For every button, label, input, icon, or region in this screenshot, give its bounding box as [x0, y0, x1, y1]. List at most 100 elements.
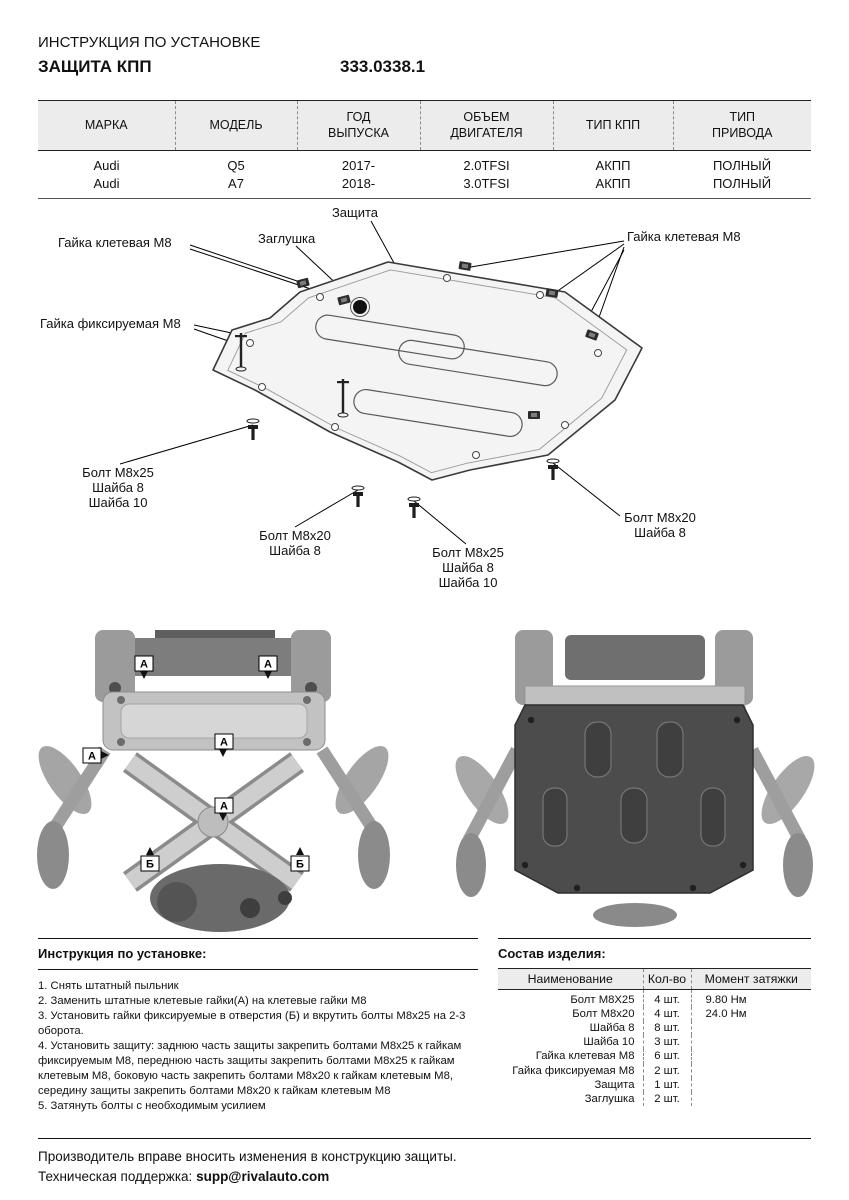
composition-cell: 8 шт. [642, 1021, 691, 1036]
fitment-col-header: МАРКА [38, 100, 175, 151]
fitment-cell: 2017- [341, 157, 376, 173]
fitment-cell: ПОЛНЫЙ [673, 174, 811, 199]
fitment-row: Audi Q5 2017- 2.0TFSI АКПП ПОЛНЫЙ [38, 150, 811, 174]
footer: Производитель вправе вносить изменения в… [38, 1138, 811, 1189]
header: ИНСТРУКЦИЯ ПО УСТАНОВКЕ ЗАЩИТА КПП 333.0… [38, 34, 811, 77]
support-line: Техническая поддержка: supp@rivalauto.co… [38, 1169, 811, 1184]
photo-after-render [455, 630, 815, 927]
composition-header-row: Наименование Кол-во Момент затяжки [498, 968, 811, 990]
composition-cell: 4 шт. [642, 1007, 691, 1022]
fixing-nut-icons [235, 333, 349, 418]
instruction-step: 5. Затянуть болты с необходимым усилием [38, 1100, 266, 1113]
callout-label-bolt-bottom-right: Болт М8х25 Шайба 8 Шайба 10 [432, 545, 504, 590]
fitment-cell: Q5 [227, 157, 245, 173]
composition-cell: Болт М8Х25 [570, 994, 635, 1006]
fitment-cell: АКПП [595, 157, 631, 173]
crossmember [102, 691, 326, 751]
composition-row: Гайка фиксируемая М8 2 шт. [498, 1063, 811, 1078]
callout-label-fix-nut: Гайка фиксируемая М8 [40, 316, 181, 331]
svg-text:А: А [264, 659, 272, 671]
marker-b-icon: Б [140, 847, 160, 872]
composition-col-header: Кол-во [642, 968, 691, 990]
callout-label-clip-nut-left: Гайка клетевая М8 [58, 235, 172, 250]
composition-row: Заглушка 2 шт. [498, 1091, 811, 1106]
exhaust-area [593, 903, 677, 927]
composition-row: Защита 1 шт. [498, 1077, 811, 1092]
installed-skid-plate [514, 704, 754, 894]
callout-label-bolt-bottom-left: Болт М8х20 Шайба 8 [259, 528, 331, 558]
manufacturer-note: Производитель вправе вносить изменения в… [38, 1149, 457, 1164]
svg-text:А: А [88, 751, 96, 763]
instructions-steps: 1. Снять штатный пыльник 2. Заменить шта… [38, 979, 478, 1114]
svg-text:Б: Б [146, 859, 154, 871]
composition-cell: Гайка клетевая М8 [535, 1050, 635, 1063]
svg-text:Б: Б [296, 859, 304, 871]
bolt-icons [246, 418, 560, 518]
composition-row: Болт М8х20 4 шт. 24.0 Нм [498, 1007, 811, 1022]
instruction-step: 1. Снять штатный пыльник [38, 980, 179, 992]
composition-row: Болт М8Х25 4 шт. 9.80 Нм [498, 989, 811, 1008]
plate-holes [246, 274, 602, 459]
exploded-diagram-section: Защита Гайка клетевая М8 Заглушка Гайка … [0, 205, 849, 620]
composition-cell: 2 шт. [642, 1063, 691, 1078]
composition-cell [690, 1049, 811, 1064]
composition-cell: Шайба 8 [589, 1022, 635, 1035]
composition-cell: 2 шт. [642, 1091, 691, 1106]
fitment-cell: АКПП [553, 174, 673, 199]
svg-text:А: А [140, 659, 148, 671]
plug-hole [350, 297, 370, 317]
skid-plate-drawing [212, 261, 643, 481]
doc-type-title: ИНСТРУКЦИЯ ПО УСТАНОВКЕ [38, 34, 261, 51]
fitment-cell: 2.0TFSI [463, 157, 510, 173]
svg-text:А: А [220, 737, 228, 749]
fitment-cell: A7 [175, 174, 297, 199]
composition-cell: 24.0 Нм [690, 1007, 811, 1022]
composition-cell: Гайка фиксируемая М8 [512, 1064, 635, 1077]
marker-a-icon: А [134, 655, 154, 679]
svg-text:А: А [220, 801, 228, 813]
composition-row: Гайка клетевая М8 6 шт. [498, 1049, 811, 1064]
composition-col-header: Наименование [498, 968, 643, 990]
composition-cell: 3 шт. [642, 1035, 691, 1050]
composition-cell: Шайба 10 [583, 1036, 635, 1049]
suspension-arms [455, 746, 815, 897]
installation-instructions-section: Инструкция по установке: 1. Снять штатны… [38, 938, 478, 1114]
marker-a-icon: А [82, 747, 109, 764]
gearbox [150, 864, 292, 932]
composition-cell: 9.80 Нм [690, 989, 811, 1008]
composition-cell: 1 шт. [642, 1077, 691, 1092]
composition-cell [690, 1077, 811, 1092]
instructions-title: Инструкция по установке: [38, 946, 478, 970]
fitment-col-header: ТИП КПП [552, 100, 673, 151]
part-number: 333.0338.1 [340, 57, 426, 76]
clip-nut-icons [296, 261, 599, 419]
fitment-cell: Audi [93, 157, 120, 173]
callout-label-bolt-left: Болт М8х25 Шайба 8 Шайба 10 [82, 465, 154, 510]
callout-label-plug: Заглушка [258, 231, 316, 246]
support-email: supp@rivalauto.com [196, 1169, 330, 1184]
engine-area [95, 630, 331, 702]
engine-area [515, 630, 753, 713]
instruction-step: 3. Установить гайки фиксируемые в отверс… [38, 1010, 466, 1038]
composition-cell [690, 1021, 811, 1036]
photo-before-render: А А А А А [37, 630, 390, 932]
callout-label-clip-nut-right: Гайка клетевая М8 [627, 229, 741, 244]
product-title: ЗАЩИТА КПП [38, 57, 152, 76]
fitment-cell: Audi [38, 174, 175, 199]
callout-lines [119, 220, 625, 545]
callout-label-bolt-right: Болт М8х20 Шайба 8 [624, 510, 696, 540]
fitment-col-header: ГОД ВЫПУСКА [296, 100, 420, 151]
suspension-arms [37, 745, 390, 889]
fitment-cell: ПОЛНЫЙ [712, 157, 772, 173]
fitment-header-row: МАРКА МОДЕЛЬ ГОД ВЫПУСКА ОБЪЕМ ДВИГАТЕЛЯ… [38, 100, 811, 151]
composition-cell [690, 1035, 811, 1050]
composition-cell: 4 шт. [642, 989, 691, 1008]
composition-cell [690, 1091, 811, 1106]
fitment-col-header: ОБЪЕМ ДВИГАТЕЛЯ [419, 100, 553, 151]
photo-underbody-before: А А А А А [35, 630, 392, 940]
instruction-step: 2. Заменить штатные клетевые гайки(А) на… [38, 995, 367, 1008]
fitment-table: МАРКА МОДЕЛЬ ГОД ВЫПУСКА ОБЪЕМ ДВИГАТЕЛЯ… [38, 100, 811, 199]
product-title-row: ЗАЩИТА КПП 333.0338.1 [38, 57, 811, 77]
exploded-diagram [119, 220, 643, 545]
